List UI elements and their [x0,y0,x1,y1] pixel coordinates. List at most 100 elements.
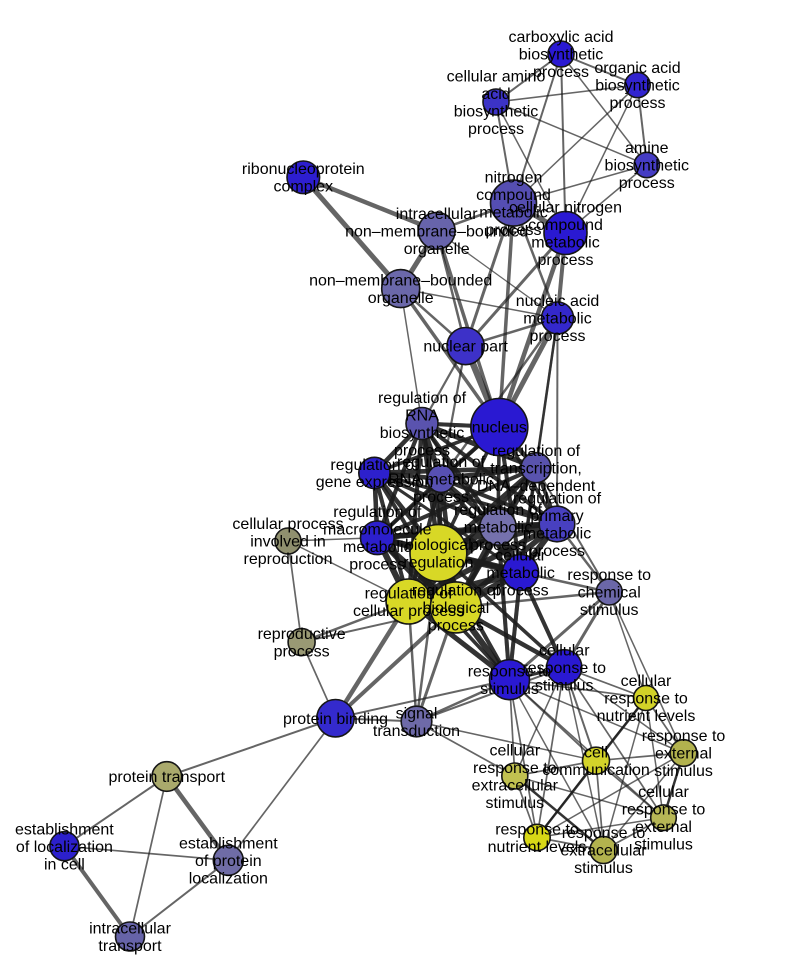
svg-text:cellular: cellular [489,742,540,759]
svg-text:process: process [619,175,675,192]
svg-text:cellular: cellular [621,673,672,690]
svg-text:response to: response to [562,825,646,842]
svg-text:carboxylic acid: carboxylic acid [509,29,614,46]
svg-text:biological: biological [423,600,490,617]
svg-text:reproductive: reproductive [258,626,346,643]
svg-text:macromolecule: macromolecule [323,522,432,539]
svg-text:external: external [635,819,692,836]
svg-text:process: process [349,557,405,574]
svg-text:complex: complex [274,179,334,196]
svg-text:nucleic acid: nucleic acid [516,293,600,310]
svg-text:regulation of: regulation of [513,490,602,507]
svg-text:cellular nitrogen: cellular nitrogen [509,199,622,216]
svg-text:involved in: involved in [250,534,326,551]
svg-text:response to: response to [567,567,651,584]
svg-text:metabolic: metabolic [343,539,411,556]
svg-text:nuclear part: nuclear part [423,339,508,356]
svg-text:extracellular: extracellular [472,777,559,794]
svg-text:transcription,: transcription, [490,460,582,477]
svg-text:stimulus: stimulus [654,763,713,780]
svg-text:regulation of: regulation of [378,390,467,407]
svg-text:ribonucleoprotein: ribonucleoprotein [242,161,365,178]
svg-text:process: process [533,64,589,81]
svg-text:response to: response to [642,728,726,745]
svg-text:transport: transport [98,938,162,955]
svg-text:localization: localization [189,870,268,887]
svg-text:chemical: chemical [578,585,641,602]
svg-text:non–membrane–bounded: non–membrane–bounded [345,223,528,240]
svg-text:cellular amino: cellular amino [447,68,546,85]
svg-text:metabolic: metabolic [531,234,599,251]
svg-text:regulation of: regulation of [492,443,581,460]
svg-text:transduction: transduction [373,723,460,740]
svg-text:process: process [394,442,450,459]
svg-text:regulation of: regulation of [412,583,501,600]
svg-text:non–membrane–bounded: non–membrane–bounded [309,273,492,290]
svg-text:regulation of: regulation of [333,504,422,521]
svg-text:cellular process: cellular process [353,603,464,620]
svg-text:metabolic: metabolic [486,565,554,582]
svg-text:response to: response to [604,691,688,708]
svg-text:gene expression: gene expression [316,474,433,491]
svg-text:metabolic: metabolic [479,204,547,221]
svg-text:protein binding: protein binding [283,711,388,728]
svg-text:compound: compound [476,187,551,204]
svg-text:process: process [609,95,665,112]
svg-text:nutrient levels: nutrient levels [488,839,587,856]
svg-text:signal: signal [396,705,438,722]
svg-text:organelle: organelle [368,290,434,307]
svg-text:intracellular: intracellular [89,920,171,937]
svg-text:process: process [529,543,585,560]
svg-text:reproduction: reproduction [244,551,333,568]
svg-text:process: process [470,537,526,554]
svg-text:biosynthetic: biosynthetic [595,78,680,95]
svg-text:stimulus: stimulus [580,602,639,619]
svg-text:of protein: of protein [195,853,262,870]
svg-text:RNA metabolic: RNA metabolic [388,471,494,488]
svg-text:communication: communication [542,762,650,779]
svg-text:response to: response to [622,802,706,819]
svg-text:process: process [413,489,469,506]
svg-text:process: process [468,121,524,138]
svg-text:response to: response to [522,660,606,677]
svg-text:establishment: establishment [179,835,278,852]
svg-text:DNA–dependent: DNA–dependent [477,478,596,495]
svg-text:process: process [529,328,585,345]
svg-text:stimulus: stimulus [485,795,544,812]
svg-text:cellular: cellular [539,642,590,659]
svg-text:intracellular: intracellular [396,206,478,223]
svg-text:metabolic: metabolic [523,311,591,328]
svg-text:regulation of: regulation of [365,585,454,602]
svg-text:biosynthetic: biosynthetic [605,158,690,175]
svg-text:process: process [493,583,549,600]
svg-text:extracellular: extracellular [560,843,647,860]
svg-text:biosynthetic: biosynthetic [380,425,465,442]
svg-text:cellular process: cellular process [232,516,343,533]
svg-text:regulation of: regulation of [330,457,419,474]
svg-text:process: process [274,644,330,661]
svg-text:response to: response to [495,821,579,838]
svg-text:amine: amine [625,140,669,157]
svg-text:response to: response to [473,760,557,777]
svg-text:stimulus: stimulus [480,681,539,698]
svg-text:process: process [428,618,484,635]
svg-text:biosynthetic: biosynthetic [454,103,539,120]
svg-text:biological: biological [405,537,472,554]
svg-text:metabolic: metabolic [464,520,532,537]
svg-text:nitrogen: nitrogen [485,169,543,186]
svg-text:of localization: of localization [16,839,113,856]
svg-text:process: process [537,252,593,269]
svg-text:regulation: regulation [403,554,473,571]
svg-text:biosynthetic: biosynthetic [519,47,604,64]
svg-text:stimulus: stimulus [634,837,693,854]
svg-text:protein transport: protein transport [109,769,226,786]
svg-text:organic acid: organic acid [594,60,680,77]
svg-text:in cell: in cell [44,856,85,873]
svg-text:cellular: cellular [638,784,689,801]
svg-text:compound: compound [528,217,603,234]
svg-text:stimulus: stimulus [574,860,633,877]
svg-text:process: process [485,222,541,239]
svg-text:primary: primary [530,508,583,525]
svg-text:RNA: RNA [405,407,439,424]
svg-text:regulation of: regulation of [454,502,543,519]
